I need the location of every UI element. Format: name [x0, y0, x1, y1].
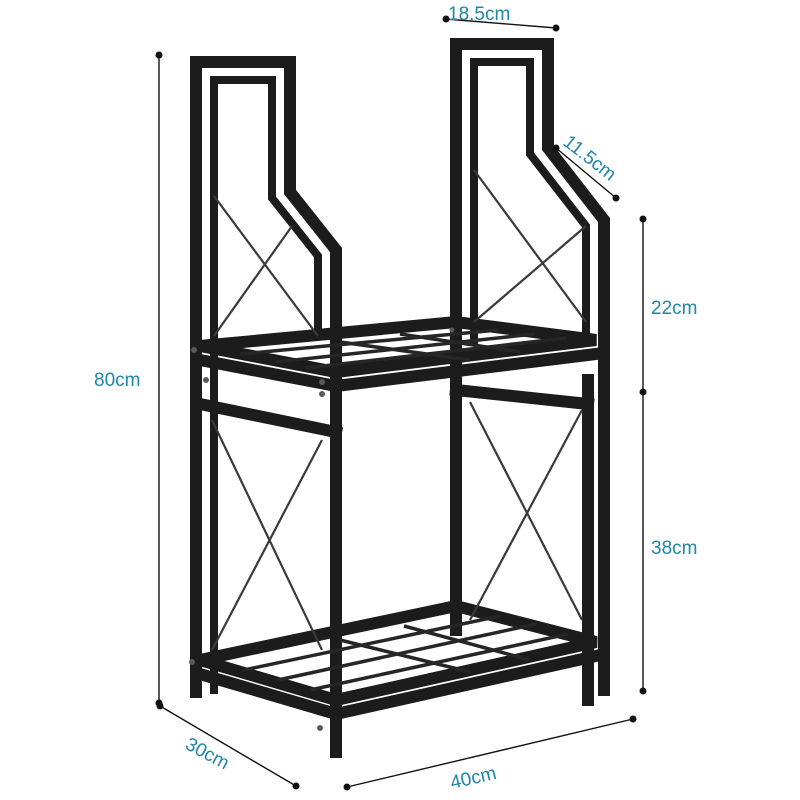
middle-back-rail [449, 383, 595, 411]
left-upright-inner [210, 76, 322, 694]
rack-frame [189, 38, 610, 758]
dimension-section-heights: 22cm 38cm [639, 215, 708, 695]
label-depth: 30cm [182, 734, 233, 774]
dimension-top-width: 18.5cm [442, 4, 560, 32]
label-total-height: 80cm [94, 370, 140, 391]
dimension-depth: 30cm [156, 702, 300, 790]
label-width: 40cm [448, 763, 498, 794]
dimension-width: 40cm [343, 715, 637, 794]
right-upright-inner [470, 58, 590, 344]
dimension-total-height: 80cm [94, 51, 163, 707]
upper-shelf-rail-front [329, 347, 603, 393]
middle-side-rail [192, 396, 344, 440]
right-upright-back [450, 38, 610, 696]
lower-shelf-rail-front [328, 648, 604, 722]
label-upper-section: 22cm [651, 298, 697, 319]
left-upright-back [190, 56, 342, 696]
bolts [189, 327, 455, 731]
lower-shelf-slats [243, 614, 569, 692]
cross-braces [211, 169, 587, 651]
label-lower-section: 38cm [651, 538, 697, 559]
upper-shelf-rail-side [192, 352, 344, 394]
lower-shelf-frame [198, 599, 598, 707]
label-top-width: 18.5cm [448, 4, 510, 25]
upper-shelf-frame [198, 315, 597, 379]
lower-shelf-rail-side [192, 666, 344, 722]
upper-shelf-slats [239, 328, 567, 370]
